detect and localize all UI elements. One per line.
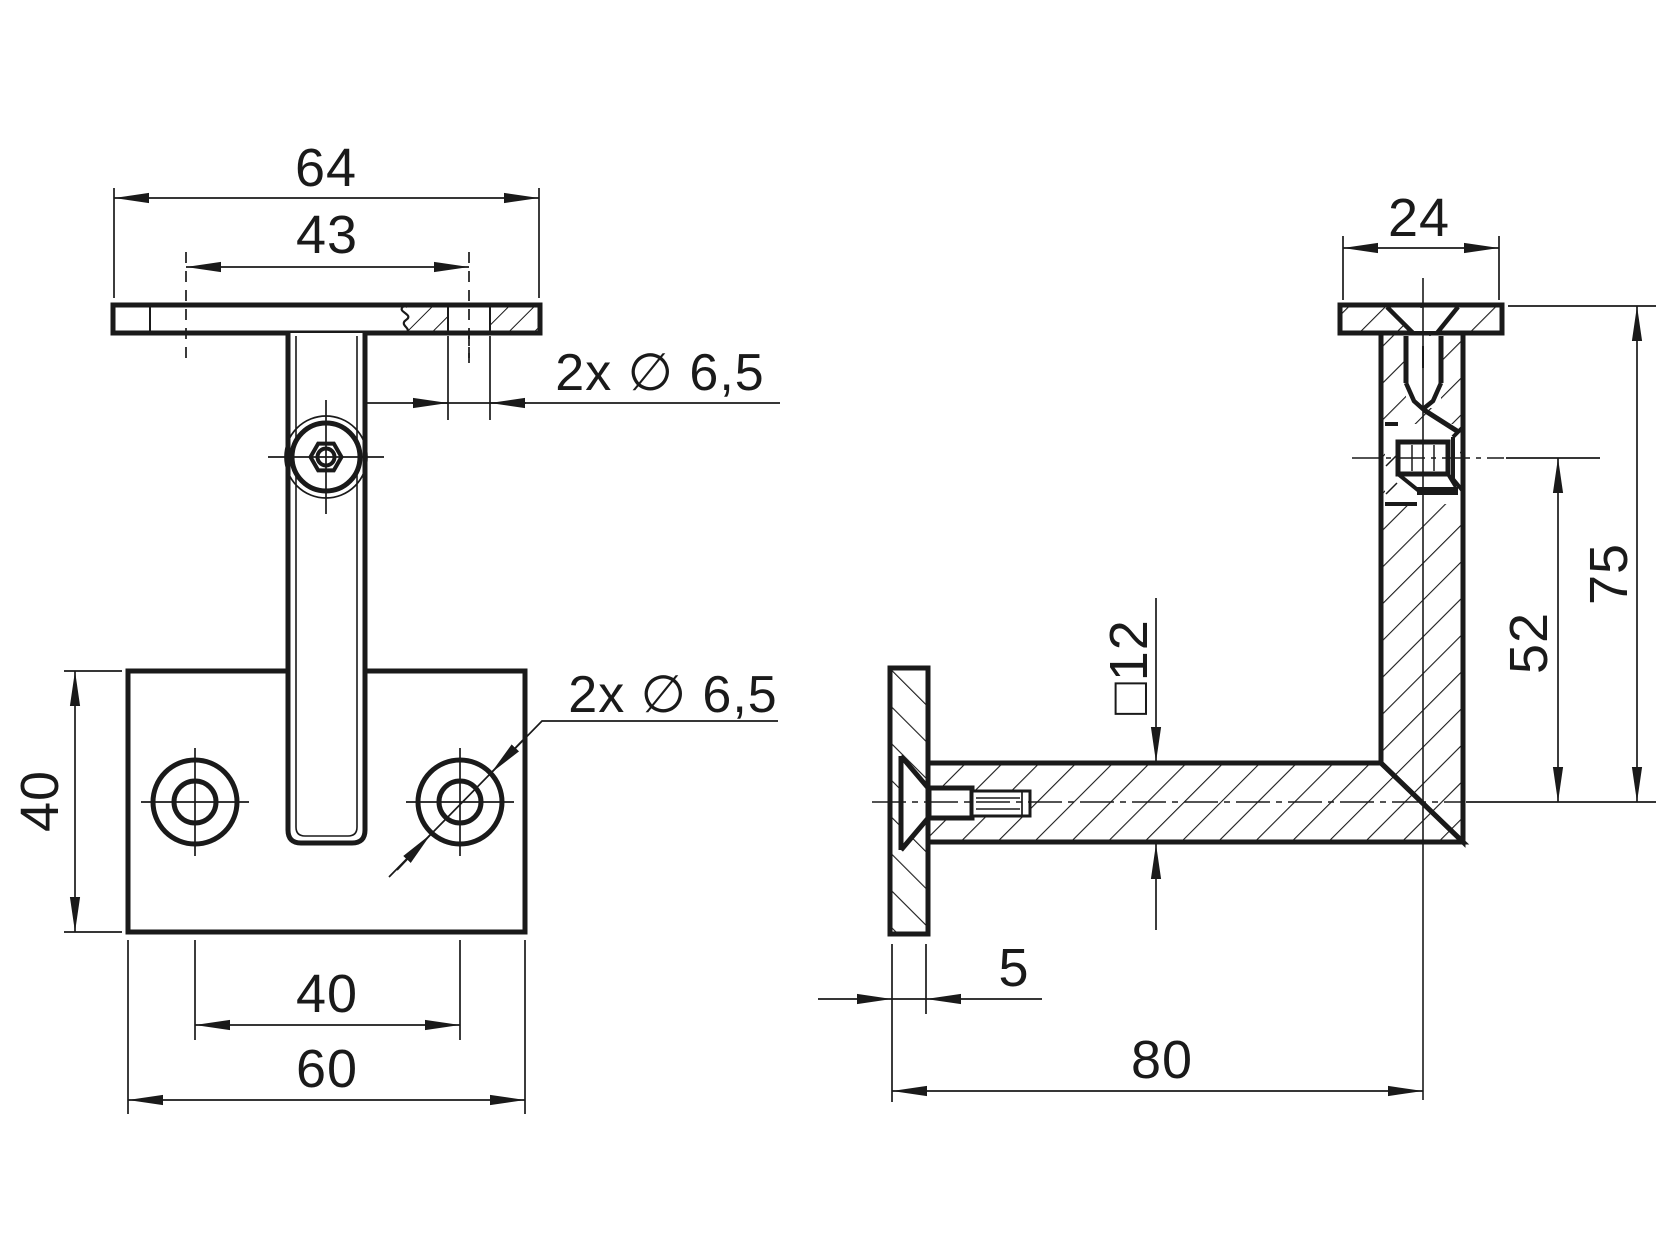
dim-text-saddle-depth: 24 — [1388, 188, 1450, 248]
dim-text-saddle-hole-spacing: 43 — [296, 205, 358, 265]
wall-hole-right — [406, 748, 514, 856]
dim-pivot-drop: 52 — [1499, 457, 1600, 802]
dim-text-plate-thickness: 5 — [998, 938, 1029, 998]
dim-saddle-holes: 2x ∅ 6,5 — [365, 336, 780, 420]
pivot-screw — [268, 400, 384, 514]
wall-screw — [926, 785, 1032, 821]
saddle-section-hatch-left — [406, 306, 448, 332]
front-view: 64 43 2x ∅ 6,5 2x ∅ 6,5 — [10, 138, 780, 1114]
dim-wall-plate-width: 60 — [127, 940, 526, 1114]
dim-text-arm-section: □12 — [1099, 619, 1159, 715]
dim-plate-thickness: 5 — [818, 938, 1042, 1102]
saddle-section-hatch-right — [490, 306, 538, 332]
dim-text-overall-drop: 75 — [1579, 543, 1639, 605]
dim-wall-plate-height: 40 — [10, 670, 122, 933]
dim-saddle-width: 64 — [113, 138, 540, 298]
dim-projection: 80 — [892, 1030, 1423, 1097]
dim-text-pivot-drop: 52 — [1499, 612, 1559, 674]
side-view: 24 75 52 □12 5 — [818, 188, 1656, 1102]
break-line — [400, 305, 410, 333]
dim-text-wall-hole-spacing: 40 — [296, 964, 358, 1024]
dim-wall-hole-spacing: 40 — [194, 940, 461, 1040]
dim-saddle-hole-spacing: 43 — [185, 205, 470, 364]
dim-text-projection: 80 — [1131, 1030, 1193, 1090]
saddle-plate — [110, 302, 543, 336]
dim-text-wall-plate-height: 40 — [10, 770, 70, 832]
dim-text-saddle-width: 64 — [295, 138, 357, 198]
wall-plate — [125, 668, 528, 935]
dim-saddle-depth: 24 — [1342, 188, 1500, 300]
dim-text-wall-plate-width: 60 — [296, 1039, 358, 1099]
dim-overall-drop: 75 — [1466, 305, 1656, 803]
dim-text-wall-holes: 2x ∅ 6,5 — [568, 666, 777, 724]
dim-wall-holes: 2x ∅ 6,5 — [388, 666, 778, 878]
wall-hole-left — [141, 748, 249, 856]
dim-text-saddle-holes: 2x ∅ 6,5 — [555, 344, 764, 402]
dim-arm-section: □12 — [1099, 598, 1162, 930]
